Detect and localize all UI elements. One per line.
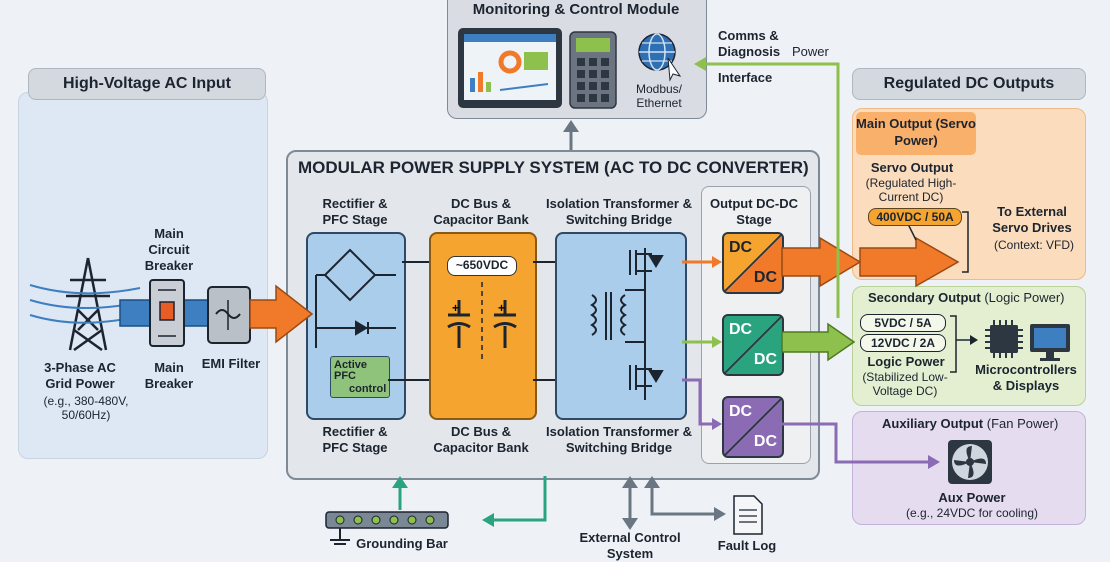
grid-label: 3-Phase AC Grid Power [44,360,116,391]
main-output-title: Main Output (Servo Power) [856,112,976,155]
isolation-stage [555,232,687,420]
servo-detail: (Regulated High-Current DC) [865,176,957,204]
secondary-title: Secondary Output [868,290,981,305]
dcbus-top-label: DC Bus & Capacitor Bank [433,196,529,227]
logic-detail: (Stabilized Low-Voltage DC) [862,370,948,398]
system-title: MODULAR POWER SUPPLY SYSTEM (AC TO DC CO… [298,158,809,177]
grounding-label: Grounding Bar [356,536,448,551]
power-label: Power [792,44,829,59]
rectifier-bottom-label: Rectifier & PFC Stage [322,424,388,455]
aux-title: Auxiliary Output [882,416,984,431]
interface-label: Interface [718,70,773,85]
servo-rating: 400VDC / 50A [868,208,962,226]
servo-dest: To External Servo Drives [992,204,1072,235]
logic-dest: Microcontrollers & Displays [975,362,1077,393]
document-icon [733,495,763,535]
input-header: High-Voltage AC Input [28,68,266,100]
modbus-label: Modbus/ Ethernet [635,82,683,110]
aux-subtitle: (Fan Power) [986,416,1059,431]
outputs-header: Regulated DC Outputs [852,68,1086,100]
comms-label: Comms & Diagnosis [718,28,781,59]
aux-detail: (e.g., 24VDC for cooling) [905,506,1039,520]
pfc-label-pfc: PFC [334,370,356,382]
logic-rating-12v: 12VDC / 2A [860,334,946,352]
logic-title: Logic Power [867,354,945,369]
pfc-label-control: control [349,383,387,395]
pfc-control-box: Active PFC control [330,356,390,398]
secondary-subtitle: (Logic Power) [984,290,1065,305]
output-stage-label: Output DC-DC Stage [709,196,799,227]
isolation-bottom-label: Isolation Transformer & Switching Bridge [546,424,692,455]
dcbus-voltage-label: ~650VDC [447,256,517,276]
external-control-label: External Control System [579,530,681,561]
logic-rating-5v: 5VDC / 5A [860,314,946,332]
breaker-top-label: Main Circuit Breaker [144,226,194,273]
rectifier-top-label: Rectifier & PFC Stage [322,196,388,227]
pfc-label-active: Active [334,359,368,371]
monitoring-title: Monitoring & Control Module [472,1,680,18]
servo-context: (Context: VFD) [993,238,1074,252]
fault-log-label: Fault Log [717,538,777,553]
grid-detail: (e.g., 380-480V, 50/60Hz) [43,394,129,422]
emi-filter-label: EMI Filter [201,356,261,371]
aux-label: Aux Power [938,490,1006,505]
input-panel [18,92,268,459]
secondary-title-row: Secondary Output (Logic Power) [868,290,1078,305]
isolation-top-label: Isolation Transformer & Switching Bridge [546,196,692,227]
dcbus-bottom-label: DC Bus & Capacitor Bank [433,424,529,455]
breaker-bottom-label: Main Breaker [144,360,194,391]
aux-title-row: Auxiliary Output (Fan Power) [882,416,1082,431]
servo-title: Servo Output [870,160,954,175]
